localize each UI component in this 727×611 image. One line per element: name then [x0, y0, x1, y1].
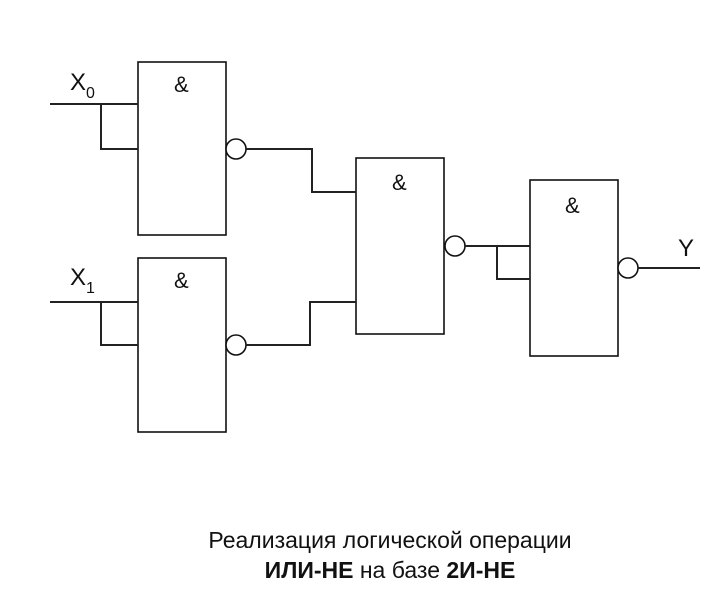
- gate-3-body: [355, 157, 445, 335]
- gate-2-body: [137, 257, 227, 433]
- gate-4-inverter-bubble: [617, 257, 639, 279]
- input-label-x1: X1: [70, 264, 95, 297]
- wire-x1-tie: [100, 302, 138, 346]
- wire-x0-tie: [100, 104, 138, 150]
- output-label-y: Y: [678, 235, 694, 262]
- gate-3: &: [355, 157, 466, 335]
- gate-4-body: [529, 179, 619, 357]
- caption-bold-nor: ИЛИ-НЕ: [264, 557, 354, 583]
- wire-gate1-to-gate3: [246, 148, 356, 193]
- caption-line-1: Реализация логической операции: [208, 527, 572, 553]
- gate-2: &: [137, 257, 247, 433]
- gate-3-inverter-bubble: [444, 235, 466, 257]
- gate-1-body: [137, 61, 227, 236]
- gate-1-symbol: &: [174, 72, 189, 97]
- wire-gate2-to-gate3: [246, 301, 356, 346]
- caption-line-2: ИЛИ-НЕ на базе 2И-НЕ: [0, 556, 727, 584]
- wire-gate4-tie: [496, 246, 530, 280]
- gate-2-symbol: &: [174, 268, 189, 293]
- gate-1-inverter-bubble: [225, 138, 247, 160]
- gate-3-symbol: &: [392, 170, 407, 195]
- input-label-x0: X0: [70, 69, 95, 102]
- caption-middle-text: на базе: [353, 557, 447, 583]
- gate-4: &: [529, 179, 639, 357]
- gate-1: &: [137, 61, 247, 236]
- caption-bold-nand: 2И-НЕ: [446, 557, 516, 583]
- gate-4-symbol: &: [565, 193, 580, 218]
- gate-2-inverter-bubble: [225, 334, 247, 356]
